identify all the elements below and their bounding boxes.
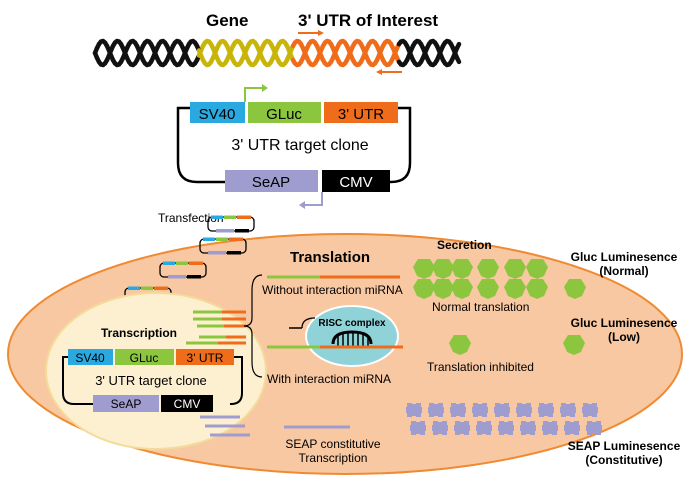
legend-gluc-low-2: (Low)	[608, 330, 640, 344]
translation-label: Translation	[290, 249, 370, 266]
seap-protein	[428, 403, 444, 417]
risc-complex	[305, 305, 399, 367]
clone-title: 3' UTR target clone	[231, 137, 368, 154]
seap-protein	[410, 421, 426, 435]
legend-seap-2: (Constitutive)	[585, 453, 662, 467]
inner-utr-block	[176, 349, 234, 365]
normal-translation-label: Normal translation	[432, 300, 529, 314]
seap-transcription-label-2: Transcription	[299, 451, 368, 465]
inner-gluc-label: GLuc	[130, 351, 159, 365]
legend-seap-1: SEAP Luminesence	[568, 439, 681, 453]
seap-mrna-lines	[200, 415, 350, 437]
seap-protein	[586, 421, 602, 435]
legend-gluc-low-1: Gluc Luminesence	[571, 316, 678, 330]
without-mirna-label: Without interaction miRNA	[262, 283, 403, 297]
seap-transcription-label-1: SEAP constitutive	[285, 437, 380, 451]
seap-protein	[494, 403, 510, 417]
inner-utr-label: 3' UTR	[187, 351, 224, 365]
gluc-label: GLuc	[266, 106, 302, 123]
inhibition-curve	[301, 317, 316, 329]
dna-helix	[92, 38, 462, 68]
inner-sv40-block	[68, 349, 113, 365]
seap-protein	[520, 421, 536, 435]
seap-protein	[538, 403, 554, 417]
gluc-block	[248, 102, 321, 123]
sv40-label: SV40	[199, 106, 236, 123]
seap-protein	[476, 421, 492, 435]
seap-protein	[582, 403, 598, 417]
transfection-label: Transfection	[158, 211, 224, 225]
inner-seap-block	[93, 395, 159, 412]
cmv-label: CMV	[339, 174, 372, 191]
seap-protein	[450, 403, 466, 417]
seap-protein	[472, 403, 488, 417]
seap-protein	[432, 421, 448, 435]
seap-label: SeAP	[252, 174, 290, 191]
seap-protein	[498, 421, 514, 435]
forward-primer-arrow	[298, 30, 324, 36]
seap-protein	[542, 421, 558, 435]
sv40-block	[190, 102, 245, 123]
seap-protein	[560, 403, 576, 417]
gene-label: Gene	[206, 11, 249, 30]
utr-of-interest-label: 3' UTR of Interest	[298, 11, 438, 30]
risc-label: RISC complex	[318, 318, 386, 329]
bracket	[243, 274, 263, 378]
gluc-mrna-bundle	[186, 310, 246, 345]
mirna-binding-ticks	[337, 332, 369, 346]
cmv-block	[322, 170, 390, 192]
secretion-label: Secretion	[437, 238, 492, 252]
nucleus-clone-plasmid: SV40 GLuc 3' UTR 3' UTR target clone SeA…	[62, 349, 243, 412]
inner-clone-title: 3' UTR target clone	[95, 373, 207, 388]
legend-gluc-normal-2: (Normal)	[599, 264, 648, 278]
top-clone-plasmid: SV40 GLuc 3' UTR 3' UTR target clone SeA…	[176, 84, 412, 209]
seap-protein	[516, 403, 532, 417]
utr-label: 3' UTR	[338, 106, 384, 123]
inner-cmv-block	[161, 395, 213, 412]
mirna-strand	[331, 330, 373, 345]
inner-gluc-block	[115, 349, 174, 365]
seap-block	[225, 170, 318, 192]
reverse-primer-arrow	[376, 69, 402, 75]
transcription-label: Transcription	[101, 326, 177, 340]
with-mirna-label: With interaction miRNA	[267, 372, 391, 386]
seap-protein	[564, 421, 580, 435]
inner-sv40-label: SV40	[75, 351, 105, 365]
legend-gluc-normal-1: Gluc Luminesence	[571, 250, 678, 264]
translation-inhibited-label: Translation inhibited	[427, 360, 534, 374]
seap-protein	[454, 421, 470, 435]
inner-cmv-label: CMV	[174, 397, 201, 411]
utr-block	[324, 102, 398, 123]
inner-seap-label: SeAP	[111, 397, 142, 411]
seap-protein	[406, 403, 422, 417]
